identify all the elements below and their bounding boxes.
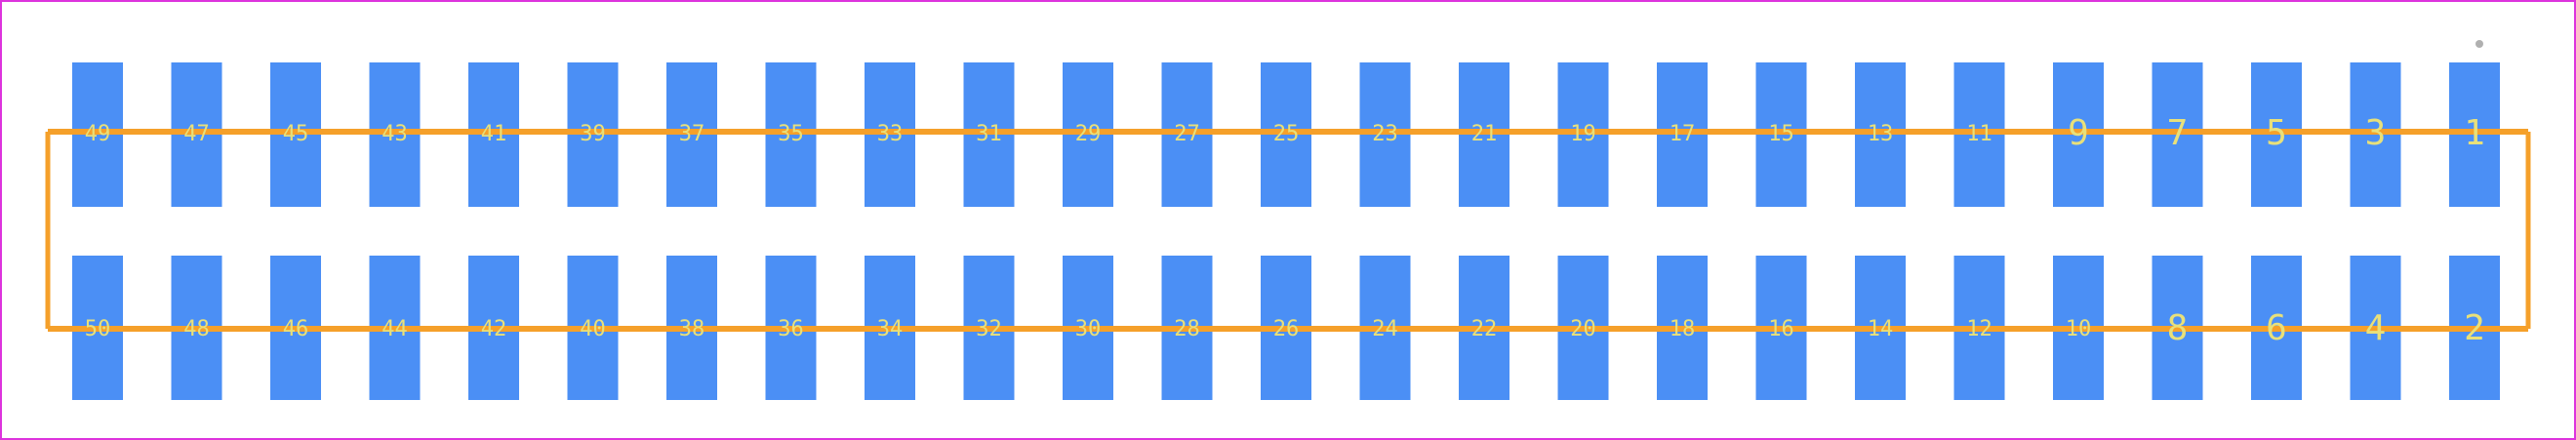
pad-label-23: 23 [1372,122,1398,146]
pad-label-21: 21 [1471,122,1498,146]
pad-label-3: 3 [2365,113,2387,153]
pad-label-16: 16 [1768,317,1794,341]
pad-label-43: 43 [382,122,408,146]
pad-label-42: 42 [481,317,507,341]
pad-label-48: 48 [183,317,210,341]
pad-label-20: 20 [1570,317,1596,341]
pad-label-44: 44 [382,317,408,341]
pad-label-18: 18 [1670,317,1696,341]
pad-label-1: 1 [2464,113,2485,153]
pad-label-34: 34 [877,317,904,341]
pad-label-28: 28 [1174,317,1200,341]
pad-label-33: 33 [877,122,904,146]
pad-label-19: 19 [1570,122,1596,146]
pad-label-41: 41 [481,122,507,146]
pad-label-30: 30 [1075,317,1102,341]
pad-label-14: 14 [1868,317,1894,341]
pad-label-22: 22 [1471,317,1498,341]
pad-label-35: 35 [778,122,804,146]
pad-label-9: 9 [2068,113,2089,153]
pad-label-24: 24 [1372,317,1398,341]
pad-label-45: 45 [283,122,309,146]
pad-label-7: 7 [2167,113,2189,153]
pad-label-13: 13 [1868,122,1894,146]
pad-label-47: 47 [183,122,210,146]
pad-label-49: 49 [85,122,111,146]
pad-label-32: 32 [976,317,1002,341]
pad-label-4: 4 [2365,308,2387,348]
pad-label-5: 5 [2266,113,2287,153]
pad-label-50: 50 [85,317,111,341]
pad-label-39: 39 [580,122,606,146]
pad-label-8: 8 [2167,308,2189,348]
pad-label-38: 38 [679,317,705,341]
pad-label-15: 15 [1768,122,1794,146]
pad-label-31: 31 [976,122,1002,146]
pad-label-26: 26 [1273,317,1300,341]
pad-label-17: 17 [1670,122,1696,146]
pad-label-11: 11 [1966,122,1992,146]
pad-label-27: 27 [1174,122,1200,146]
pad-label-46: 46 [283,317,309,341]
pad-label-40: 40 [580,317,606,341]
pad-label-12: 12 [1966,317,1992,341]
pad-label-25: 25 [1273,122,1300,146]
pad-label-6: 6 [2266,308,2287,348]
pad-label-37: 37 [679,122,705,146]
pad-label-2: 2 [2464,308,2485,348]
pin-1-dot-icon [2475,40,2483,48]
pad-label-10: 10 [2066,317,2092,341]
pad-label-36: 36 [778,317,804,341]
pad-label-29: 29 [1075,122,1102,146]
